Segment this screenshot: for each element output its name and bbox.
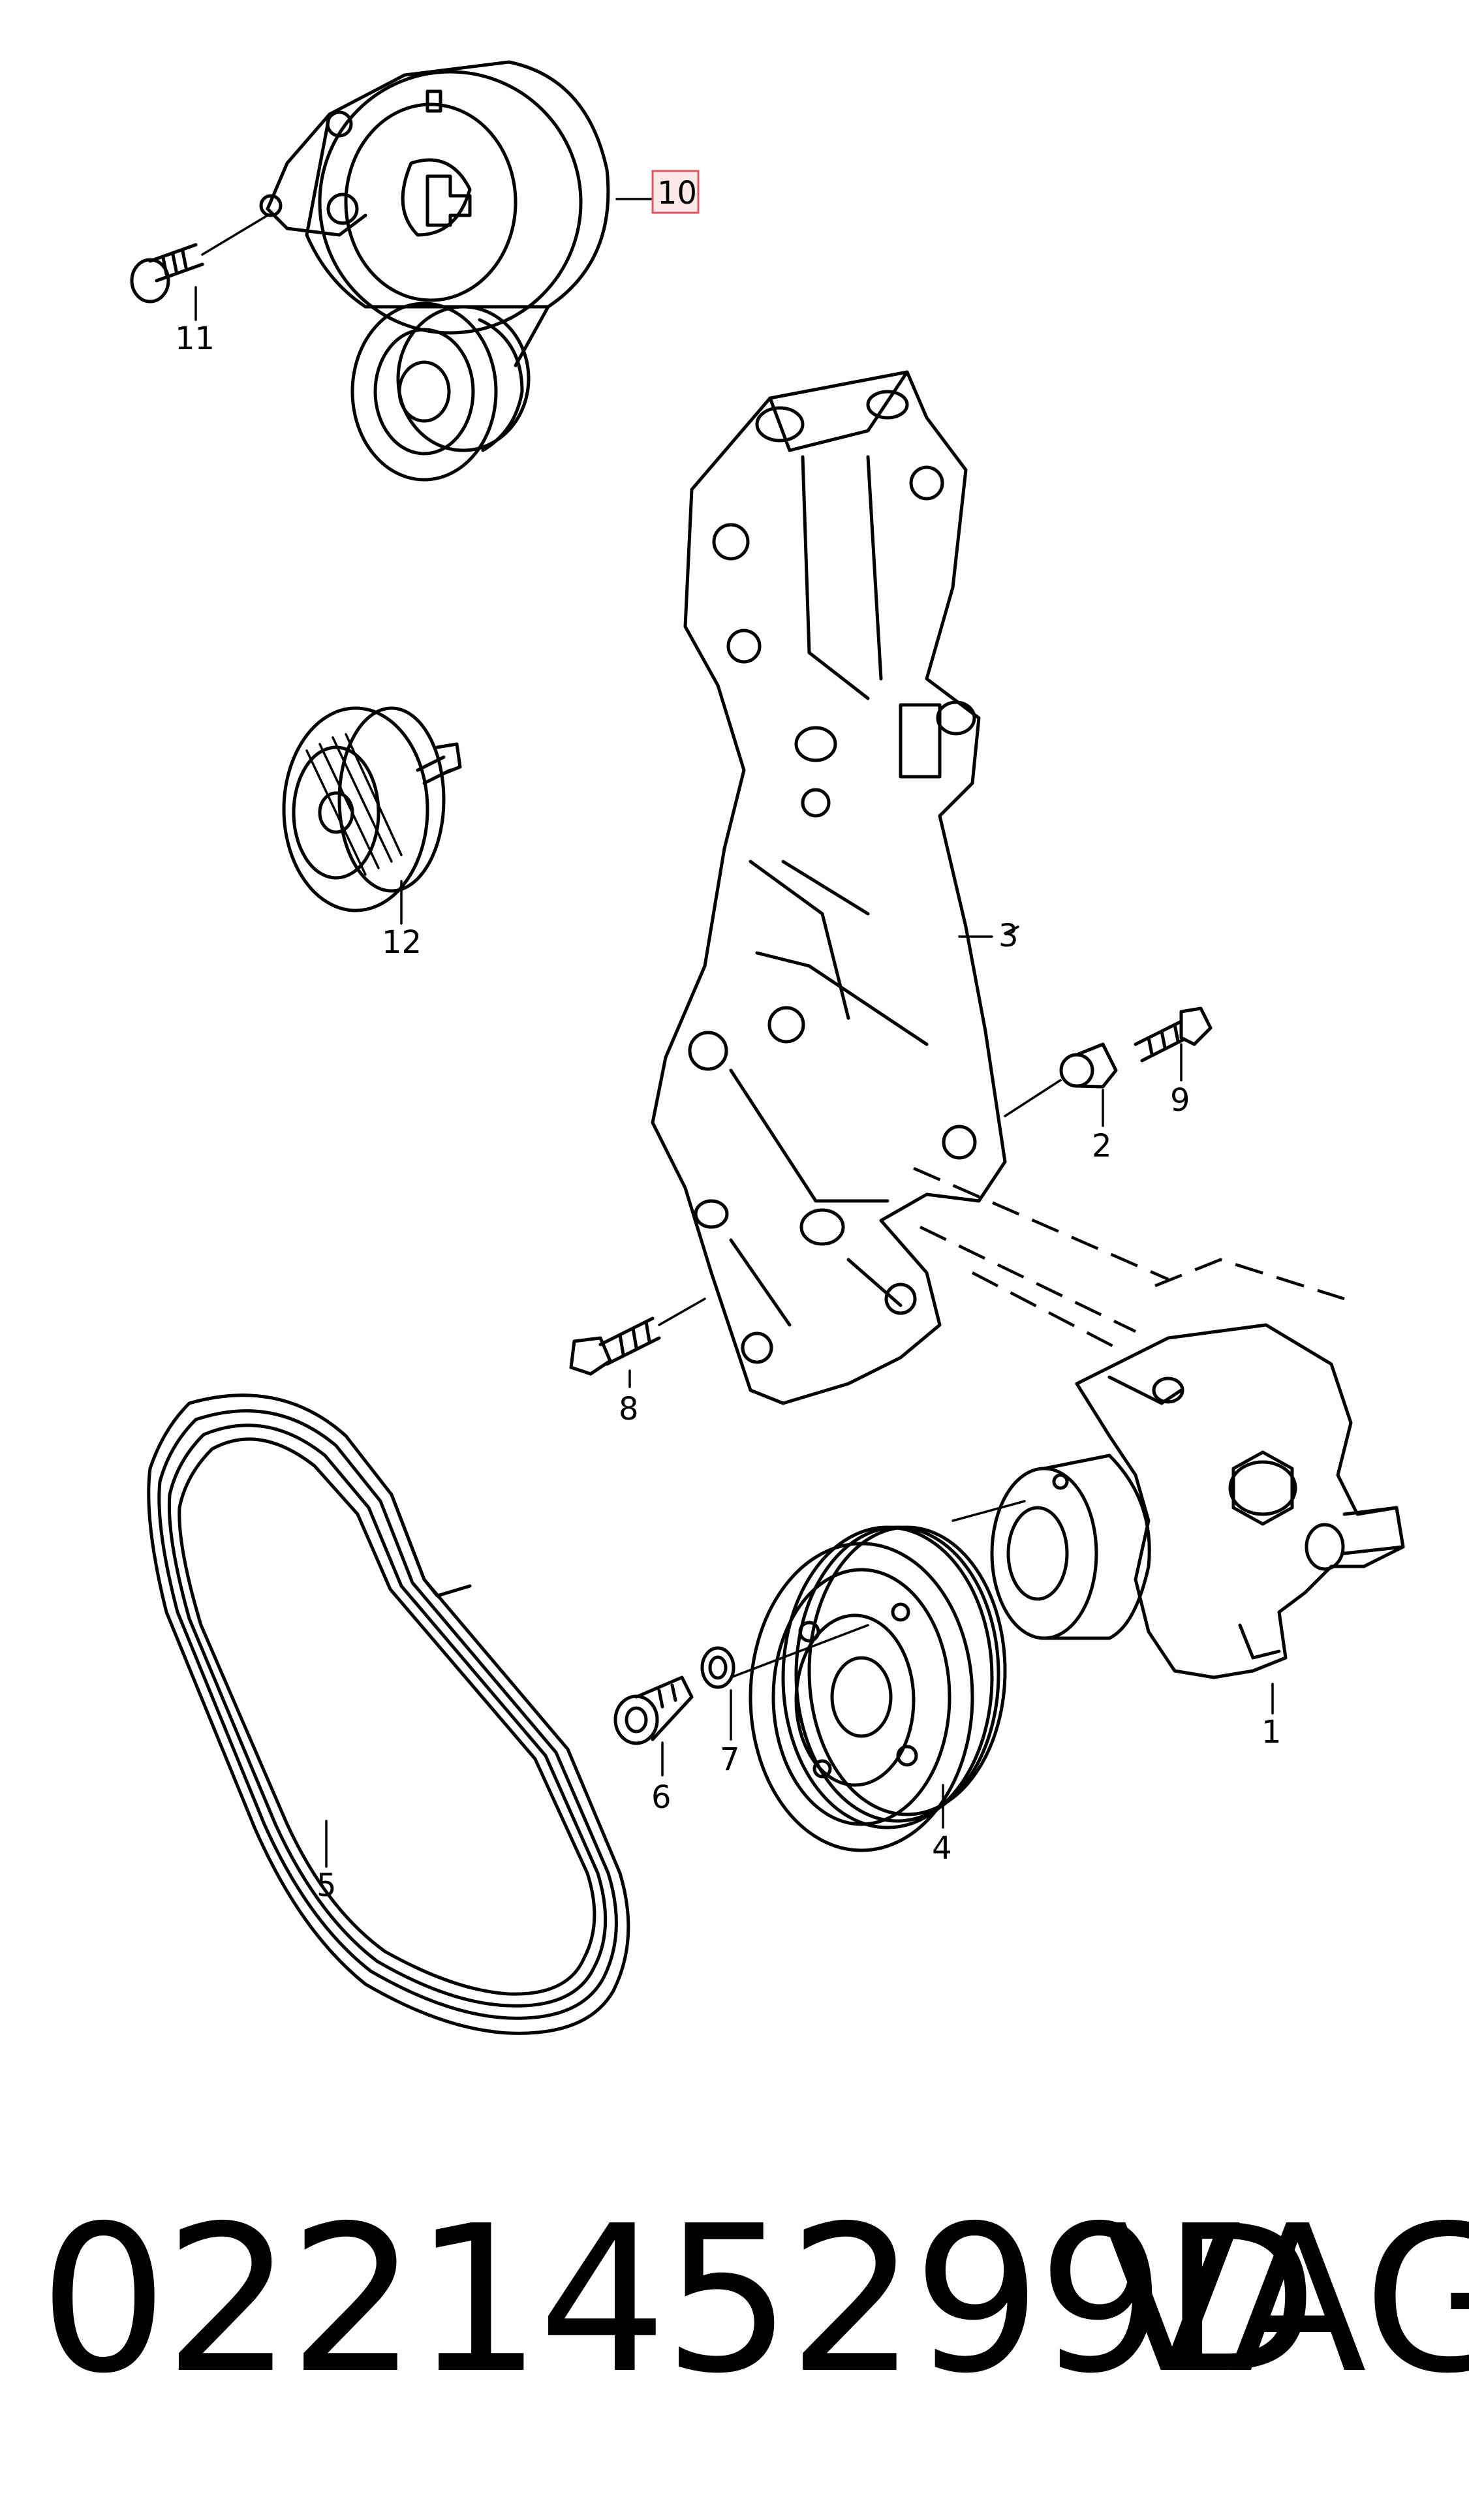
part-labels: 10 11 12 3 2 9 8 1 7 6 4 5: [175, 170, 1282, 1904]
drive-belt-part-5: [147, 1393, 630, 2035]
footer-caption: 022145299D VAG: [0, 2173, 1469, 2448]
leader-lines: [194, 198, 1274, 1829]
label-part-9[interactable]: 9: [1170, 1082, 1190, 1119]
label-part-10[interactable]: 10: [657, 175, 697, 211]
pulley-part-4: [730, 1500, 1026, 1852]
label-part-2[interactable]: 2: [1092, 1128, 1112, 1164]
exploded-parts-diagram: 10 11 12 3 2 9 8 1 7 6 4 5: [130, 60, 1405, 2035]
assembly-guide-lines: [913, 1166, 1345, 1352]
belt-tensioner-part-10: [259, 60, 610, 482]
label-part-4[interactable]: 4: [932, 1830, 952, 1867]
bracket-part-3: [651, 370, 1019, 1405]
idler-pulley-part-12: [282, 706, 462, 912]
label-part-5[interactable]: 5: [317, 1867, 337, 1904]
bolt-part-8: [569, 1298, 706, 1376]
label-part-7[interactable]: 7: [720, 1741, 740, 1778]
power-steering-pump-part-1: [990, 1323, 1405, 1679]
highlight-box-part-10: [651, 170, 700, 214]
bolt-part-6: [613, 1675, 694, 1745]
label-part-8[interactable]: 8: [619, 1391, 639, 1427]
label-part-1[interactable]: 1: [1261, 1714, 1282, 1750]
label-part-6[interactable]: 6: [651, 1779, 672, 1816]
brand-name: VAG: [1103, 2183, 1469, 2418]
bolt-part-11: [130, 214, 269, 303]
washer-part-7: [700, 1646, 735, 1689]
bolt-part-9: [1134, 1006, 1213, 1063]
part-number: 022145299D: [39, 2183, 1318, 2418]
label-part-11[interactable]: 11: [175, 320, 215, 357]
label-part-3[interactable]: 3: [998, 918, 1019, 954]
label-part-12[interactable]: 12: [382, 924, 422, 961]
spacer-part-2: [1004, 1042, 1118, 1117]
